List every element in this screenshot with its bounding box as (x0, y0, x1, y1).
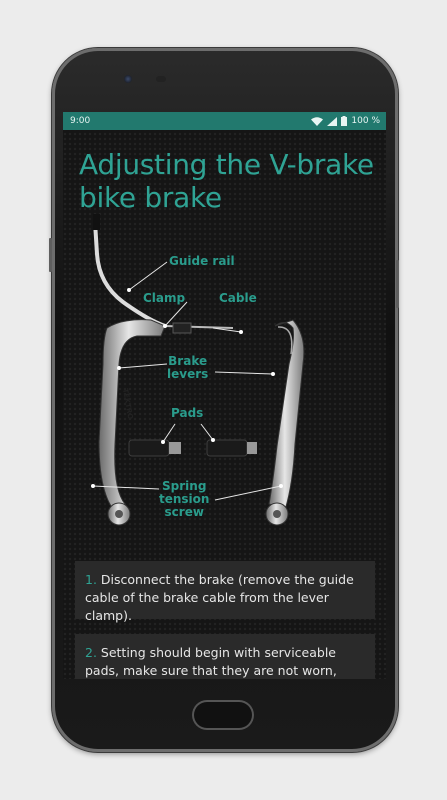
volume-button (396, 260, 399, 308)
right-pad (206, 439, 248, 457)
battery-icon (341, 116, 348, 126)
label-pads: Pads (171, 406, 204, 420)
label-spring-line1: Spring (162, 479, 207, 493)
step-card-1: 1. Disconnect the brake (remove the guid… (75, 561, 375, 623)
home-button[interactable] (192, 700, 254, 730)
right-brake-arm (268, 319, 305, 511)
earpiece (156, 76, 166, 82)
step-number: 2. (85, 645, 97, 660)
arm-brand-text: TEKTRO (121, 388, 134, 420)
brake-diagram: TEKTRO (63, 214, 386, 554)
label-spring-tension-screw: Spring tension screw (159, 480, 209, 519)
label-brake-levers: Brake levers (167, 355, 208, 381)
label-spring-line3: screw (164, 505, 204, 519)
status-icons: 100 % (311, 116, 380, 126)
step-text: Disconnect the brake (remove the guide c… (85, 572, 354, 623)
label-cable: Cable (219, 291, 257, 305)
front-camera (124, 75, 132, 83)
power-button (49, 238, 52, 272)
wifi-icon (311, 116, 324, 126)
label-spring-line2: tension (159, 492, 210, 506)
cable-end (93, 214, 100, 230)
brake-illustration: TEKTRO (91, 214, 305, 526)
guide-rail-housing (93, 221, 166, 328)
step-text: Setting should begin with serviceable pa… (85, 645, 337, 678)
step-card-2: 2. Setting should begin with serviceable… (75, 634, 375, 679)
left-brake-arm (98, 319, 166, 515)
status-bar: 9:00 100 % (63, 112, 386, 130)
label-guide-rail: Guide rail (169, 254, 235, 268)
app-screen: 9:00 100 % Adjusting the V-brake bike br… (63, 112, 386, 679)
signal-icon (327, 116, 338, 126)
status-time: 9:00 (70, 116, 91, 126)
article-title: Adjusting the V-brake bike brake (79, 148, 374, 214)
step-number: 1. (85, 572, 97, 587)
label-clamp: Clamp (143, 291, 186, 305)
label-brake-levers-line2: levers (167, 367, 209, 381)
battery-percent: 100 % (351, 116, 380, 126)
label-brake-levers-line1: Brake (168, 354, 208, 368)
clamp-piece (172, 322, 192, 334)
